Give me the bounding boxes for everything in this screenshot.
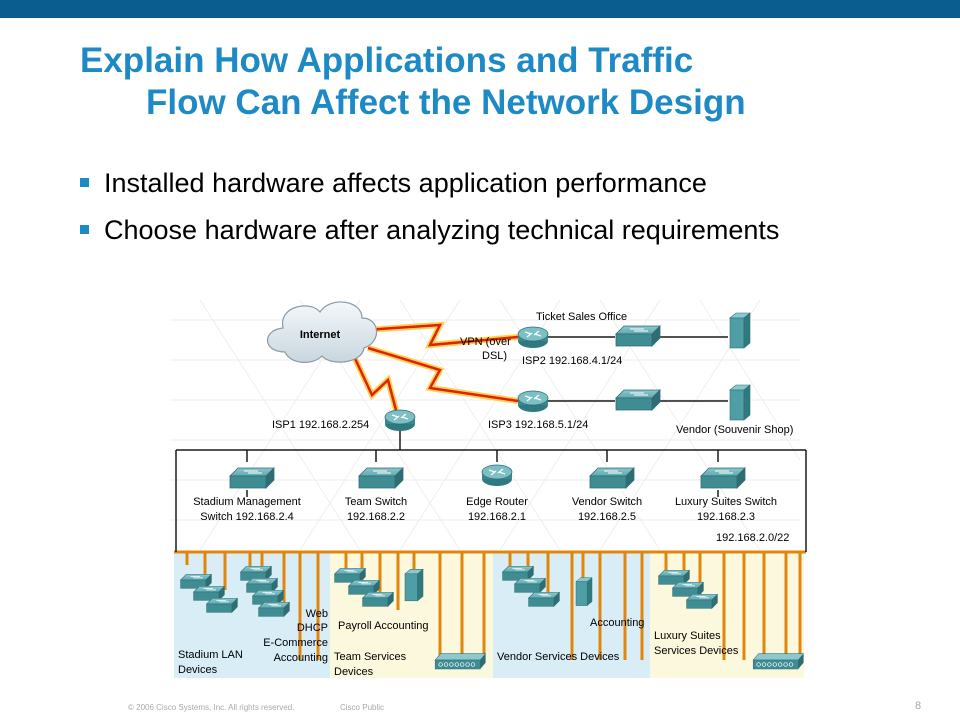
switch-icon [686,594,718,609]
server-icon [575,577,593,606]
zone-label: Devices [334,666,374,678]
server-label: E-Commerce [263,637,328,649]
device-ip: 192.168.2.3 [697,511,755,523]
vendor-shop-switch-icon [615,389,661,411]
device-ip: 192.168.2.5 [578,511,636,523]
bullet-square-icon [80,178,89,187]
top-banner [0,0,960,18]
ticket-office-server-icon [729,312,751,349]
bullet-square-icon [80,225,89,234]
payroll-label: Payroll Accounting [338,620,429,632]
bullet-item: Choose hardware after analyzing technica… [80,213,880,247]
zone-label: Services Devices [654,645,739,657]
hub-icon [434,653,487,670]
device-name: Edge Router [466,496,528,508]
zone-label: Stadium LAN [178,649,243,661]
vendor-switch-icon [589,467,635,489]
bullet-list: Installed hardware affects application p… [80,166,880,260]
edge-router-icon [481,464,513,487]
vpn-label-line-2: DSL) [482,350,507,362]
bullet-text: Installed hardware affects application p… [104,168,707,198]
switch-icon [514,578,546,593]
internet-cloud-icon: Internet [267,301,378,363]
isp1-label: ISP1 192.168.2.254 [272,419,369,431]
hub-icon [752,653,805,670]
ticket-office-switch-icon [615,325,661,347]
isp3-router-icon [517,390,549,413]
server-label: DHCP [297,622,328,634]
title-line-1: Explain How Applications and Traffic [80,41,694,80]
server-icon [404,569,424,602]
device-name: Team Switch [345,496,407,508]
copyright-notice: © 2006 Cisco Systems, Inc. All rights re… [128,703,295,712]
device-name: Luxury Suites Switch [675,496,777,508]
title-line-2: Flow Can Affect the Network Design [146,83,746,122]
zone-label: Devices [178,664,218,676]
stadium-management-switch-icon [229,467,275,489]
luxury-suites-switch-icon [700,467,746,489]
isp2-label: ISP2 192.168.4.1/24 [522,355,622,367]
wan-links [349,321,519,411]
vendor-accounting-label: Accounting [590,617,644,629]
device-name: Stadium Management [193,496,301,508]
server-label: Web [306,608,328,620]
classification-label: Cisco Public [340,703,385,712]
subnet-label: 192.168.2.0/22 [716,532,789,544]
device-ip: 192.168.2.1 [468,511,526,523]
device-ip: 192.168.2.2 [347,511,405,523]
bullet-text: Choose hardware after analyzing technica… [104,215,780,245]
bullet-item: Installed hardware affects application p… [80,166,880,200]
zone-label: Luxury Suites [654,630,721,642]
switch-icon [258,602,290,617]
switch-icon [362,592,394,607]
switch-icon [528,592,560,607]
device-ip: Switch 192.168.2.4 [200,511,294,523]
isp3-label: ISP3 192.168.5.1/24 [488,419,588,431]
isp2-router-icon [517,326,549,349]
device-name: Vendor Switch [572,496,642,508]
ticket-office-label: Ticket Sales Office [536,311,627,323]
vendor-shop-server-icon [729,384,751,421]
backbone-links [175,336,807,552]
server-label: Accounting [274,652,328,664]
zone-label: Vendor Services Devices [497,651,620,663]
vendor-shop-label: Vendor (Souvenir Shop) [676,424,793,436]
isp1-router-icon [384,409,416,432]
team-switch-icon [358,467,404,489]
switch-icon [206,598,238,613]
cloud-label: Internet [300,329,341,341]
slide-title: Explain How Applications and Traffic Flo… [80,40,940,124]
zone-label: Team Services [334,651,407,663]
page-number: 8 [915,700,922,712]
vpn-label-line-1: VPN (over [460,336,511,348]
